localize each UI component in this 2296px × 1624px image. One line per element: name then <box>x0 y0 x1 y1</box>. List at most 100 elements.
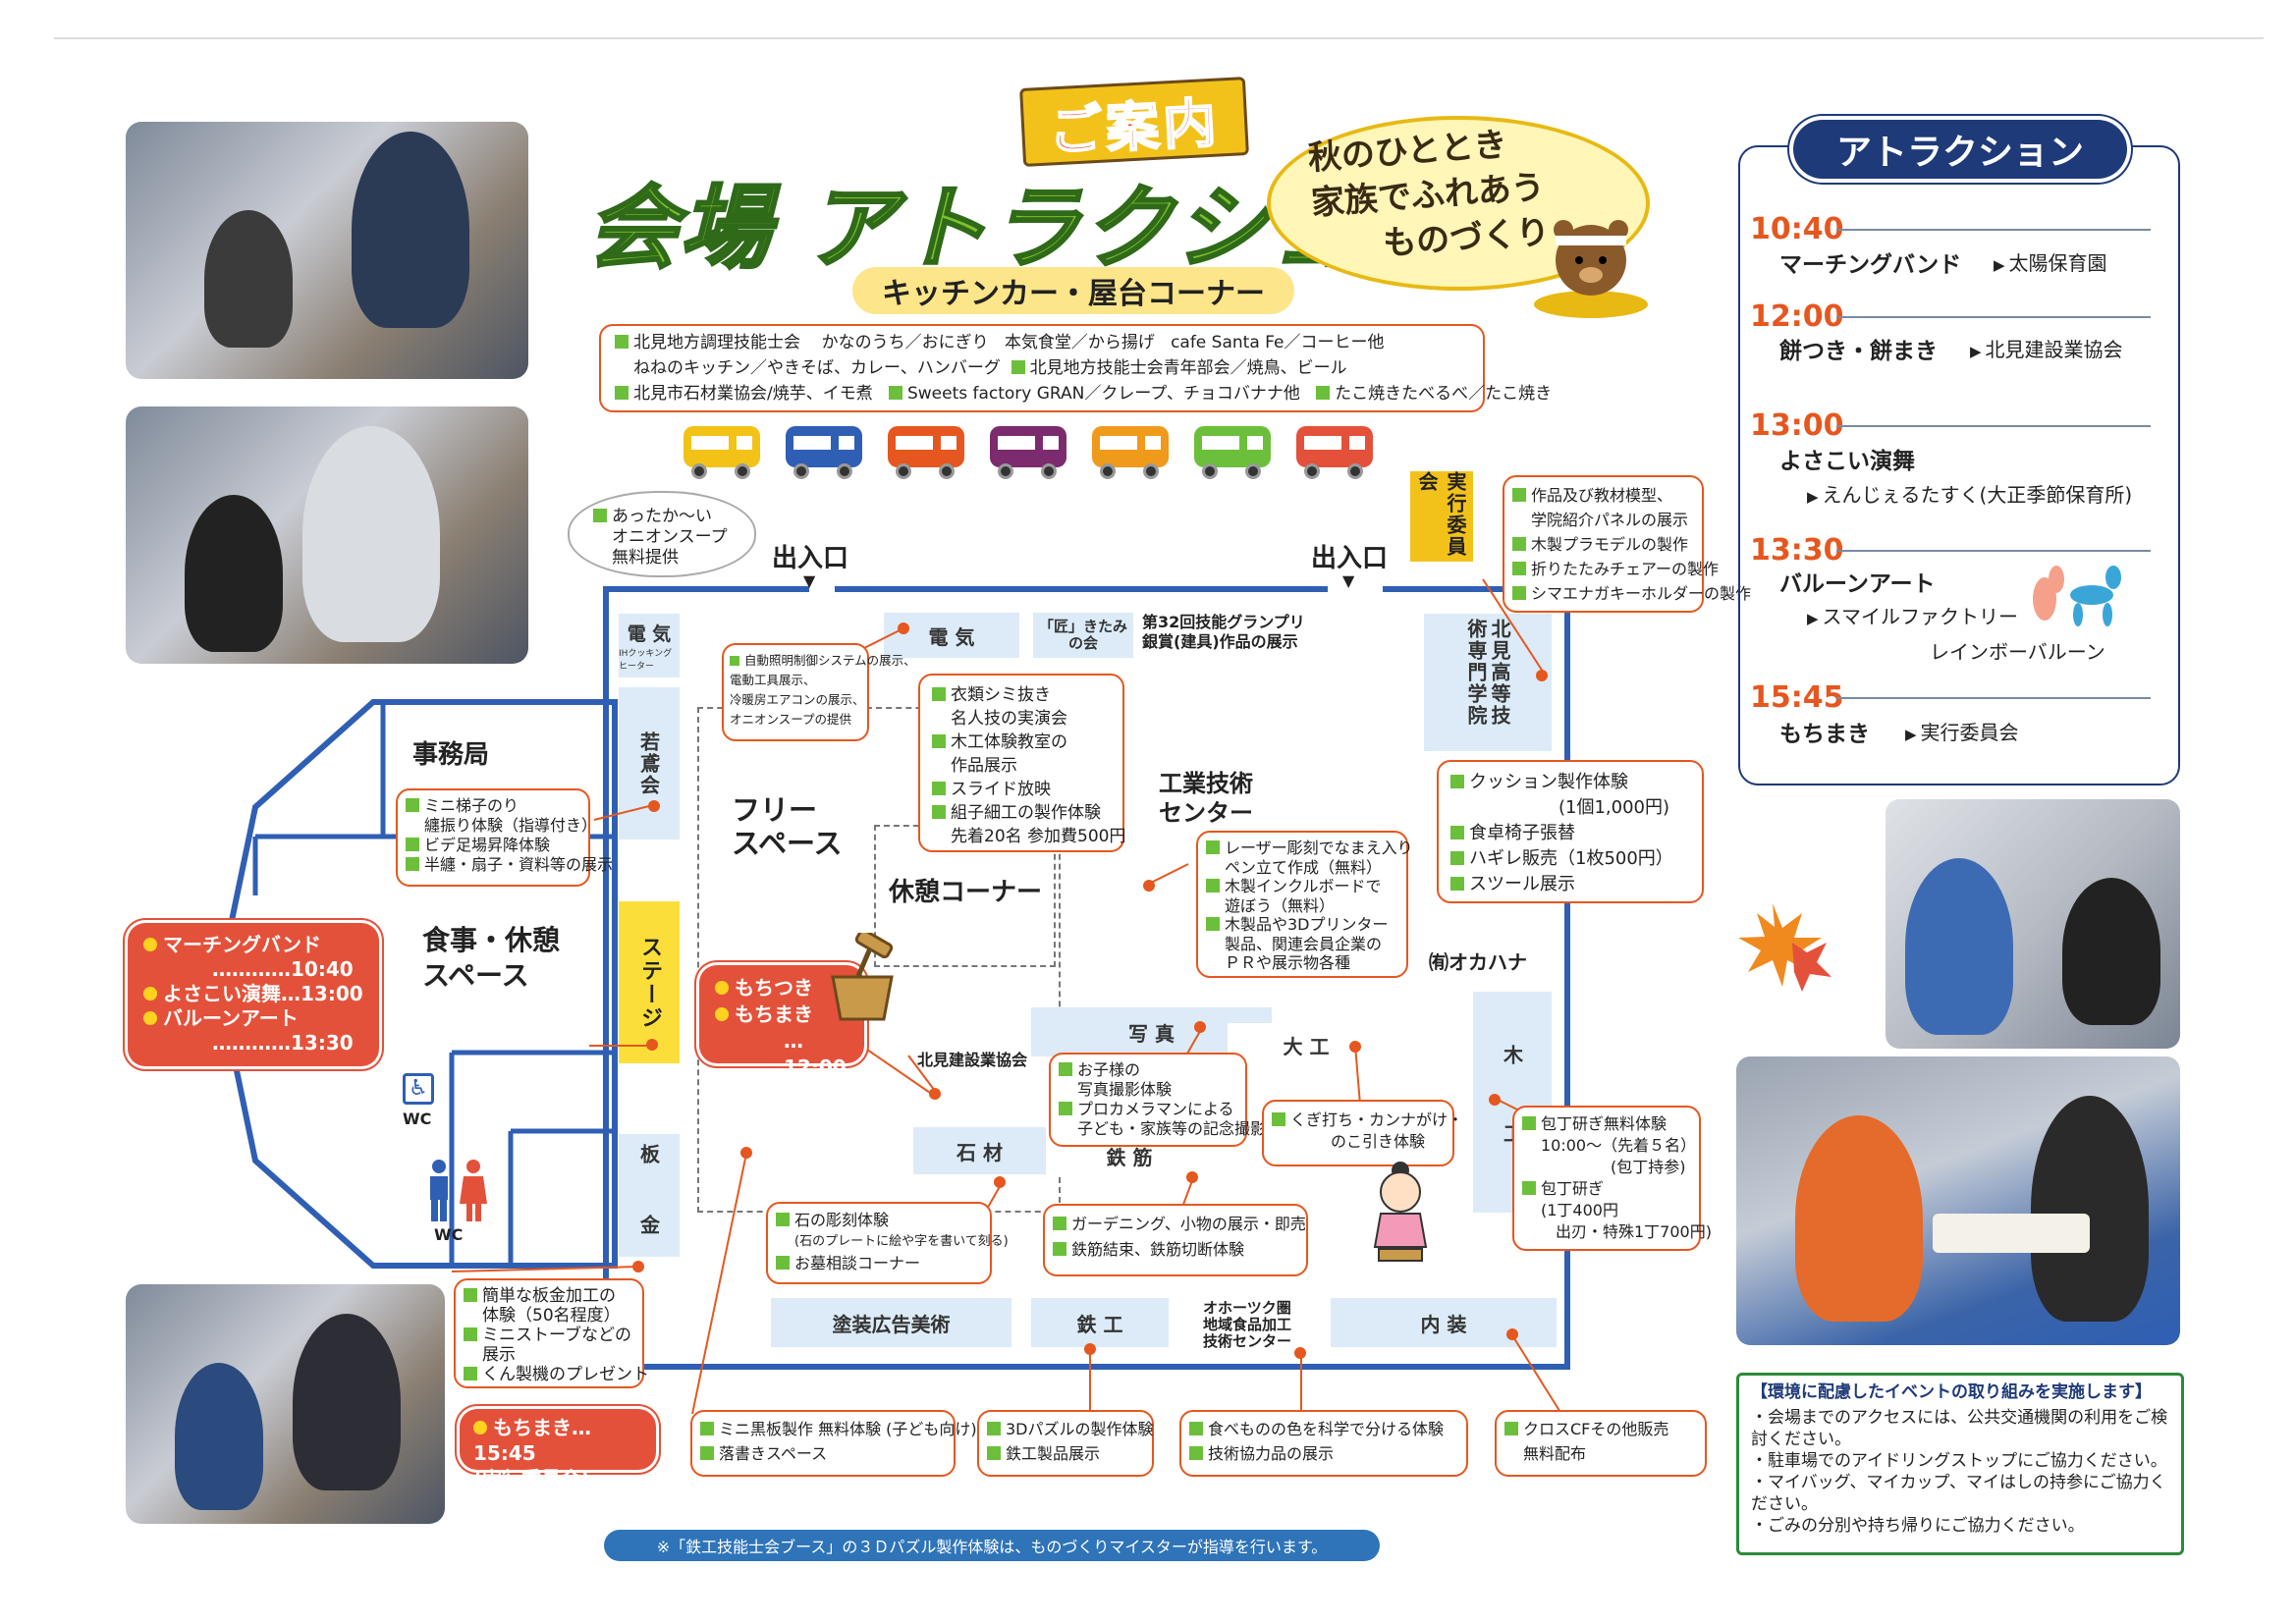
vendor-row-1: 北見地方調理技能士会 かなのうち／おにぎり 本気食堂／から揚げ cafe San… <box>615 330 1469 355</box>
zone-wakatori-label: 若鳶会 <box>636 731 661 796</box>
box-laser: レーザー彫刻でなまえ入り ペン立て作成（無料） 木製インクルボードで 遊ぼう（無… <box>1196 831 1413 978</box>
box-line: 作品展示 <box>951 756 1017 776</box>
box-line: 写真撮影体験 <box>1077 1080 1173 1099</box>
marker-dot <box>1536 670 1548 681</box>
attr-rule <box>1836 550 2151 552</box>
schedule-line: もちまき…15:45 <box>473 1416 591 1465</box>
box-line: 木製インクルボードで <box>1225 877 1382 895</box>
attr-time-3: 13:00 <box>1750 408 1844 443</box>
box-photo: お子様の 写真撮影体験 プロカメラマンによる 子ども・家族等の記念撮影 <box>1049 1053 1267 1147</box>
box-line: 展示 <box>482 1345 516 1365</box>
box-line: プロカメラマンによる <box>1077 1100 1234 1118</box>
box-line: 木製品や3Dプリンター <box>1225 915 1389 934</box>
mochi-schedule-box: もちつき もちまき …12:00 <box>699 965 864 1079</box>
box-line: 半纏・扇子・資料等の展示 <box>424 855 614 874</box>
marker-dot <box>1489 1094 1501 1106</box>
box-line: 包丁研ぎ <box>1541 1179 1605 1198</box>
schedule-line: もちまき <box>735 1002 813 1026</box>
zone-bankin: 板 金 <box>619 1134 680 1257</box>
bubble-line: 無料提供 <box>612 548 679 568</box>
photo-workshop-5 <box>1736 1056 2180 1345</box>
box-line: ペン立て作成（無料） <box>1225 857 1383 877</box>
zone-denki-1-sub: IHクッキングヒーター <box>619 649 673 672</box>
mochimaki-schedule-box: もちまき…15:45 (実行委員会) <box>460 1409 656 1490</box>
mochi-mortar-icon <box>823 928 902 1021</box>
marker-dot <box>1186 1171 1198 1183</box>
bubble-line: オニオンスープ <box>612 527 728 547</box>
attr-time-4: 13:30 <box>1750 533 1844 568</box>
box-line: 食卓椅子張替 <box>1469 823 1575 843</box>
photo-workshop-1 <box>126 122 528 379</box>
box-college: 作品及び教材模型、 学院紹介パネルの展示 木製プラモデルの製作 折りたたみチェア… <box>1503 475 1751 613</box>
photo-workshop-2 <box>126 406 528 664</box>
schedule-line: マーチングバンド <box>163 933 321 956</box>
zone-sekizai: 石 材 <box>913 1127 1046 1174</box>
eco-item: ・会場までのアクセスには、公共交通機関の利用をご検討ください。 <box>1751 1408 2168 1449</box>
girl-mascot-icon <box>1365 1159 1436 1267</box>
box-line: 出刃・特殊1丁700円) <box>1556 1222 1712 1241</box>
marker-dot <box>1143 880 1155 892</box>
marker-dot <box>1349 1041 1361 1053</box>
box-line: 学院紹介パネルの展示 <box>1531 511 1689 529</box>
zone-shashin-label: 写 真 <box>1128 1021 1175 1046</box>
zone-free-space: フリー スペース <box>732 793 843 860</box>
wc-label-2: WC <box>434 1225 464 1244</box>
box-line: 子ども・家族等の記念撮影 <box>1077 1119 1267 1138</box>
box-puzzle: 3Dパズルの製作体験 鉄工製品展示 <box>977 1410 1154 1477</box>
kitchen-car-icon <box>683 426 760 479</box>
maple-leaf-icon <box>1733 893 1841 1001</box>
attr-time-2: 12:00 <box>1750 299 1844 334</box>
kitchen-car-icon <box>1092 426 1169 479</box>
box-ladder: ミニ梯子のり 纏振り体験（指導付き） ビデ足場昇降体験 半纏・扇子・資料等の展示 <box>396 788 613 887</box>
box-line: 簡単な板金加工の <box>482 1286 616 1306</box>
zone-shokuji-line: 食事・休憩 <box>422 924 561 956</box>
box-food: 食べものの色を科学で分ける体験 技術協力品の展示 <box>1179 1410 1468 1477</box>
grandprix-line: 第32回技能グランプリ <box>1142 613 1305 631</box>
box-line: オニオンスープの提供 <box>730 712 852 727</box>
attr-time-5: 15:45 <box>1750 680 1844 715</box>
zone-denki-2: 電 気 <box>884 613 1019 658</box>
zone-stage-label: ステージ <box>637 935 662 1030</box>
eco-box: 【環境に配慮したイベントの取り組みを実施します】 ・会場までのアクセスには、公共… <box>1736 1373 2184 1555</box>
marker-dot <box>648 800 660 812</box>
zone-free-line: スペース <box>732 827 843 860</box>
box-line: 組子細工の製作体験 <box>951 803 1101 823</box>
wheelchair-icon: ♿ <box>403 1073 434 1105</box>
zone-wakatori: 若鳶会 <box>619 687 680 839</box>
box-line: ミニ梯子のり <box>424 796 519 815</box>
box-line: 技術協力品の展示 <box>1208 1444 1335 1463</box>
box-line: クロスCFその他販売 <box>1523 1420 1669 1438</box>
box-line: くぎ打ち・カンナがけ・ <box>1290 1110 1464 1129</box>
vendor: 北見地方調理技能士会 <box>633 333 800 352</box>
zone-okahana: ㈲オカハナ <box>1429 950 1527 974</box>
box-nail: くぎ打ち・カンナがけ・ のこ引き体験 <box>1262 1100 1463 1166</box>
wall-top-left <box>603 586 809 592</box>
footnote-bar: ※「鉄工技能士会ブース」の３Ｄパズル製作体験は、ものづくりマイスターが指導を行い… <box>604 1530 1380 1561</box>
box-line: ビデ足場昇降体験 <box>424 836 551 854</box>
zone-tekko: 鉄 工 <box>1031 1298 1169 1347</box>
kitchen-car-icon <box>1296 426 1373 479</box>
box-line: ハギレ販売（1枚500円） <box>1469 848 1673 869</box>
box-denki-show: 自動照明制御システムの展示、 電動工具展示、 冷暖房エアコンの展示、 オニオンス… <box>722 643 916 741</box>
box-stone: 石の彫刻体験 (石のプレートに絵や字を書いて刻る) お墓相談コーナー <box>766 1202 1009 1284</box>
schedule-line: もちつき <box>735 976 813 1000</box>
kitchen-car-icon <box>888 426 964 479</box>
zone-okhotsk-line: 技術センター <box>1203 1332 1292 1350</box>
vendor-row-3: 北見市石材業協会/焼芋、イモ煮 Sweets factory GRAN／クレープ… <box>615 381 1552 406</box>
attr-name-1: マーチングバンド <box>1779 252 1962 278</box>
committee-label: 実行委員会 <box>1415 471 1467 558</box>
box-line: 作品及び教材模型、 <box>1531 486 1673 505</box>
box-line: お子様の <box>1077 1060 1141 1079</box>
kitchen-car-icon <box>990 426 1066 479</box>
box-line: 鉄筋結束、鉄筋切断体験 <box>1071 1240 1245 1259</box>
box-line: 自動照明制御システムの展示、 <box>744 653 916 668</box>
zone-stage: ステージ <box>619 901 680 1063</box>
schedule-line: (実行委員会) <box>473 1467 590 1490</box>
box-line: 3Dパズルの製作体験 <box>1006 1420 1154 1438</box>
eco-item: ・マイバッグ、マイカップ、マイはしの持参にご協力ください。 <box>1751 1473 2166 1514</box>
attr-name-3: よさこい演舞 <box>1779 449 1915 474</box>
balloon-animal-icon <box>2023 560 2131 628</box>
box-line: ガーデニング、小物の展示・即売 <box>1071 1215 1306 1233</box>
schedule-line: バルーンアート <box>163 1006 299 1030</box>
